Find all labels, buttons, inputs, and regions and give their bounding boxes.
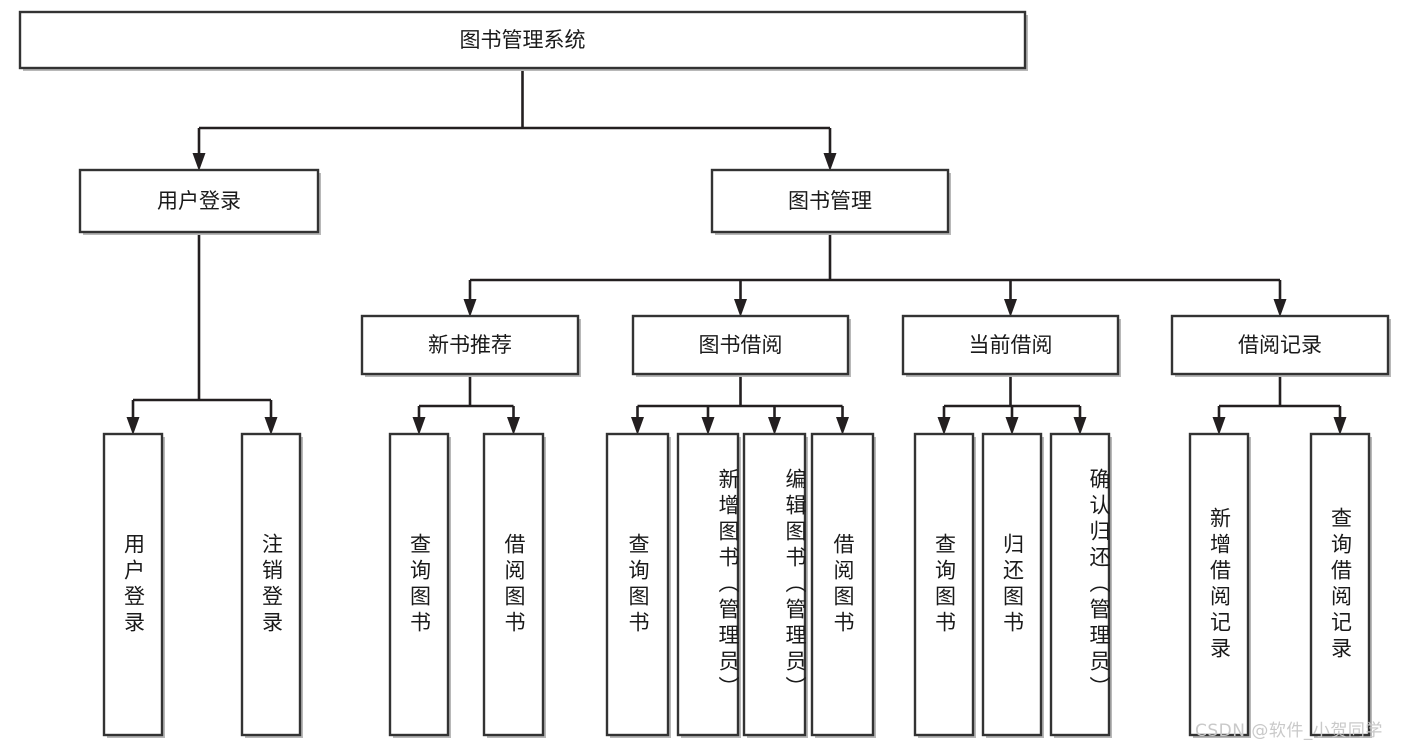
node-box-leaf-borrow-book-rec[interactable] <box>482 432 545 737</box>
node-box-book-borrow[interactable] <box>631 314 850 376</box>
node-box-leaf-query-book-rec[interactable] <box>388 432 450 737</box>
node-box-leaf-return-book[interactable] <box>981 432 1043 737</box>
node-box-current-borrow[interactable] <box>901 314 1120 376</box>
node-box-leaf-query-record[interactable] <box>1309 432 1371 737</box>
node-box-new-book-rec[interactable] <box>360 314 580 376</box>
csdn-watermark: CSDN @软件_小贺同学 <box>1195 721 1383 741</box>
node-label-new-book-rec: 新书推荐 <box>428 333 512 357</box>
boxes-layer <box>18 10 1391 738</box>
node-box-leaf-query-book-borrow[interactable] <box>605 432 670 737</box>
node-box-leaf-query-book-current[interactable] <box>913 432 975 737</box>
node-box-user-login[interactable] <box>78 168 320 234</box>
node-label-book-manage: 图书管理 <box>788 189 872 213</box>
node-box-borrow-record[interactable] <box>1170 314 1390 376</box>
node-box-leaf-add-record[interactable] <box>1188 432 1250 737</box>
node-box-leaf-borrow-book[interactable] <box>810 432 875 737</box>
node-box-root[interactable] <box>18 10 1027 70</box>
node-label-user-login: 用户登录 <box>157 189 241 213</box>
node-box-leaf-edit-book[interactable] <box>742 432 807 737</box>
node-label-borrow-record: 借阅记录 <box>1238 333 1322 357</box>
node-box-leaf-user-login[interactable] <box>102 432 164 737</box>
node-box-leaf-confirm-return[interactable] <box>1049 432 1111 737</box>
node-box-book-manage[interactable] <box>710 168 950 234</box>
connectors-layer <box>126 68 1347 435</box>
node-label-book-borrow: 图书借阅 <box>699 333 783 357</box>
node-label-root: 图书管理系统 <box>460 28 586 52</box>
node-box-leaf-logout[interactable] <box>240 432 302 737</box>
node-box-leaf-add-book[interactable] <box>676 432 740 737</box>
node-label-current-borrow: 当前借阅 <box>969 333 1053 357</box>
